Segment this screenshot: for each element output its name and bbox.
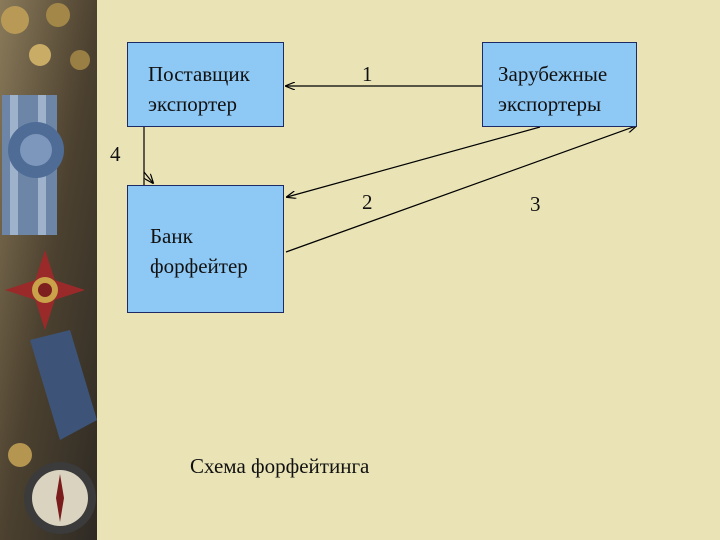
node-supplier-exporter: Поставщик экспортер [127, 42, 284, 127]
arrow-2-foreign-to-bank [287, 126, 541, 197]
node-supplier-line-1: Поставщик [148, 62, 250, 86]
diagram-caption: Схема форфейтинга [190, 454, 370, 478]
decorative-medal-image [0, 0, 97, 540]
node-foreign-exporters: Зарубежные экспортеры [482, 42, 637, 127]
arrow-3-bank-to-foreign [285, 126, 636, 253]
node-foreign-line-2: экспортеры [498, 92, 602, 116]
node-bank-forfaiter: Банк форфейтер [127, 185, 284, 313]
arrow-4-head [143, 171, 153, 183]
edge-label-4: 4 [110, 142, 121, 166]
node-bank-line-1: Банк [150, 224, 193, 248]
node-foreign-line-1: Зарубежные [498, 62, 608, 86]
edge-label-1: 1 [362, 62, 373, 86]
edge-label-3: 3 [530, 192, 541, 216]
edge-label-2: 2 [362, 190, 373, 214]
node-bank-line-2: форфейтер [150, 254, 248, 278]
node-supplier-line-2: экспортер [148, 92, 237, 116]
